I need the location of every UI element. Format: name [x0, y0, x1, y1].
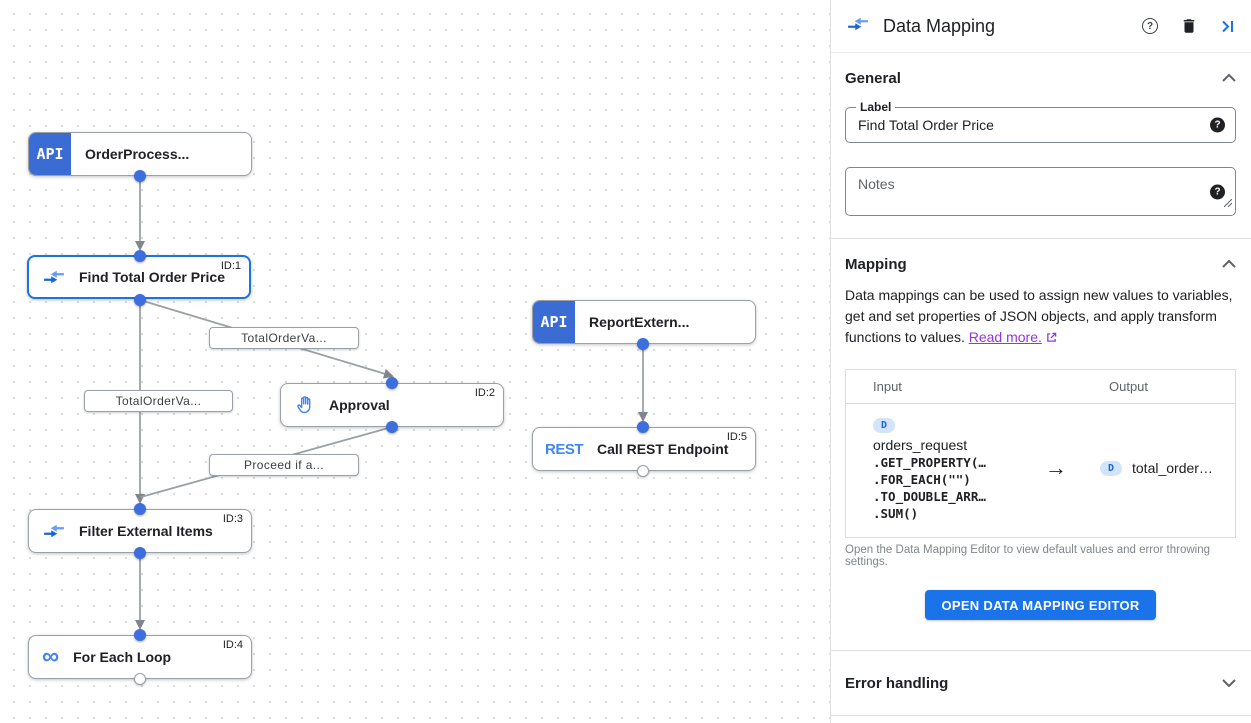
data-mapping-icon — [43, 522, 65, 540]
edge-label-total-order-1[interactable]: TotalOrderVa... — [209, 327, 359, 349]
section-title: General — [845, 69, 901, 87]
mapping-table-row: D orders_request .GET_PROPERTY(… .FOR_EA… — [846, 404, 1235, 537]
external-link-icon — [1046, 328, 1057, 349]
mapping-table-header: Input Output — [846, 370, 1235, 404]
connection-dot[interactable] — [134, 547, 146, 559]
node-call-rest-endpoint[interactable]: REST Call REST Endpoint ID:5 — [532, 427, 756, 471]
connection-dot[interactable] — [386, 377, 398, 389]
section-mapping-header[interactable]: Mapping — [845, 255, 1236, 273]
section-mapping: Mapping Data mappings can be used to ass… — [831, 239, 1251, 650]
node-filter-external-items[interactable]: Filter External Items ID:3 — [28, 509, 252, 553]
node-label: Find Total Order Price — [79, 269, 225, 285]
divider — [831, 238, 1251, 239]
mapping-input-cell: D orders_request .GET_PROPERTY(… .FOR_EA… — [873, 415, 1045, 521]
arrow-right-icon: → — [1045, 455, 1067, 480]
api-badge-icon: API — [29, 133, 71, 175]
mapping-table: Input Output D orders_request .GET_PROPE… — [845, 369, 1236, 538]
label-input[interactable] — [846, 108, 1235, 142]
section-title: Mapping — [845, 255, 907, 273]
divider — [831, 650, 1251, 651]
connection-dot-open[interactable] — [637, 465, 649, 477]
node-report-extern[interactable]: API ReportExtern... — [532, 300, 756, 344]
double-type-chip: D — [873, 418, 895, 433]
connection-dot[interactable] — [134, 170, 146, 182]
node-label: ReportExtern... — [589, 314, 690, 330]
read-more-link[interactable]: Read more. — [968, 329, 1042, 345]
collapse-panel-icon[interactable] — [1220, 19, 1235, 34]
node-id-label: ID:5 — [726, 431, 747, 443]
connection-dot[interactable] — [134, 629, 146, 641]
question-badge-icon[interactable]: ? — [1210, 117, 1225, 133]
flow-canvas[interactable]: TotalOrderVa... TotalOrderVa... Proceed … — [0, 0, 830, 723]
panel-title: Data Mapping — [883, 15, 996, 36]
input-variable-name: orders_request — [873, 437, 968, 453]
connection-dot[interactable] — [134, 503, 146, 515]
node-label: OrderProcess... — [85, 146, 190, 162]
notes-input[interactable] — [846, 168, 1235, 210]
connection-dot[interactable] — [134, 250, 146, 262]
chevron-up-icon — [1222, 69, 1236, 87]
mapping-description: Data mappings can be used to assign new … — [845, 285, 1236, 349]
notes-field: ? — [845, 167, 1236, 216]
connection-dot-open[interactable] — [134, 673, 146, 685]
edge-label-total-order-2[interactable]: TotalOrderVa... — [84, 390, 233, 412]
node-id-label: ID:3 — [222, 513, 243, 525]
section-error-handling-header[interactable]: Error handling — [831, 651, 1251, 715]
output-variable-name: total_order… — [1132, 460, 1213, 476]
node-id-label: ID:4 — [222, 639, 243, 651]
node-label: Approval — [329, 397, 390, 413]
open-data-mapping-editor-button[interactable]: OPEN DATA MAPPING EDITOR — [925, 590, 1156, 620]
mapping-editor-hint: Open the Data Mapping Editor to view def… — [845, 544, 1211, 568]
section-title: Error handling — [845, 674, 949, 692]
data-mapping-icon — [43, 268, 65, 286]
node-id-label: ID:2 — [474, 387, 495, 399]
node-for-each-loop[interactable]: ∞ For Each Loop ID:4 — [28, 635, 252, 679]
section-general: General Label ? ? — [831, 53, 1251, 238]
connection-dot[interactable] — [637, 421, 649, 433]
data-mapping-icon — [847, 15, 869, 38]
question-badge-icon[interactable]: ? — [1210, 184, 1225, 199]
transform-function: .FOR_EACH("") — [873, 472, 971, 487]
node-label: For Each Loop — [73, 649, 172, 665]
flow-edges — [135, 176, 648, 630]
node-id-label: ID:1 — [220, 260, 241, 272]
double-type-chip: D — [1100, 460, 1122, 476]
connection-dot[interactable] — [637, 338, 649, 350]
resize-handle-icon[interactable] — [1223, 194, 1233, 212]
chevron-down-icon — [1222, 674, 1236, 692]
api-badge-icon: API — [533, 301, 575, 343]
node-label: Call REST Endpoint — [597, 441, 729, 457]
node-label: Filter External Items — [79, 523, 213, 539]
infinity-loop-icon: ∞ — [42, 643, 60, 670]
output-column-header: Output — [1109, 379, 1149, 394]
transform-function: .TO_DOUBLE_ARR… — [873, 489, 986, 504]
label-field: Label ? — [845, 100, 1236, 143]
section-general-header[interactable]: General — [845, 69, 1236, 87]
input-column-header: Input — [873, 379, 902, 394]
connection-dot[interactable] — [386, 421, 398, 433]
config-panel: Data Mapping ? General Label — [830, 0, 1251, 723]
help-icon[interactable]: ? — [1142, 18, 1158, 34]
chevron-up-icon — [1222, 255, 1236, 273]
hand-icon — [295, 394, 315, 416]
connection-dot[interactable] — [134, 294, 146, 306]
rest-badge-icon: REST — [545, 440, 584, 458]
mapping-output-cell: D total_order… — [1100, 460, 1235, 476]
node-order-process[interactable]: API OrderProcess... — [28, 132, 252, 176]
divider — [831, 715, 1251, 716]
label-field-label: Label — [856, 100, 896, 114]
trash-icon[interactable] — [1180, 17, 1198, 35]
panel-header: Data Mapping ? — [831, 0, 1251, 53]
edge-label-proceed-if[interactable]: Proceed if a... — [209, 454, 359, 476]
transform-function: .GET_PROPERTY(… — [873, 455, 986, 470]
transform-function: .SUM() — [873, 506, 919, 521]
